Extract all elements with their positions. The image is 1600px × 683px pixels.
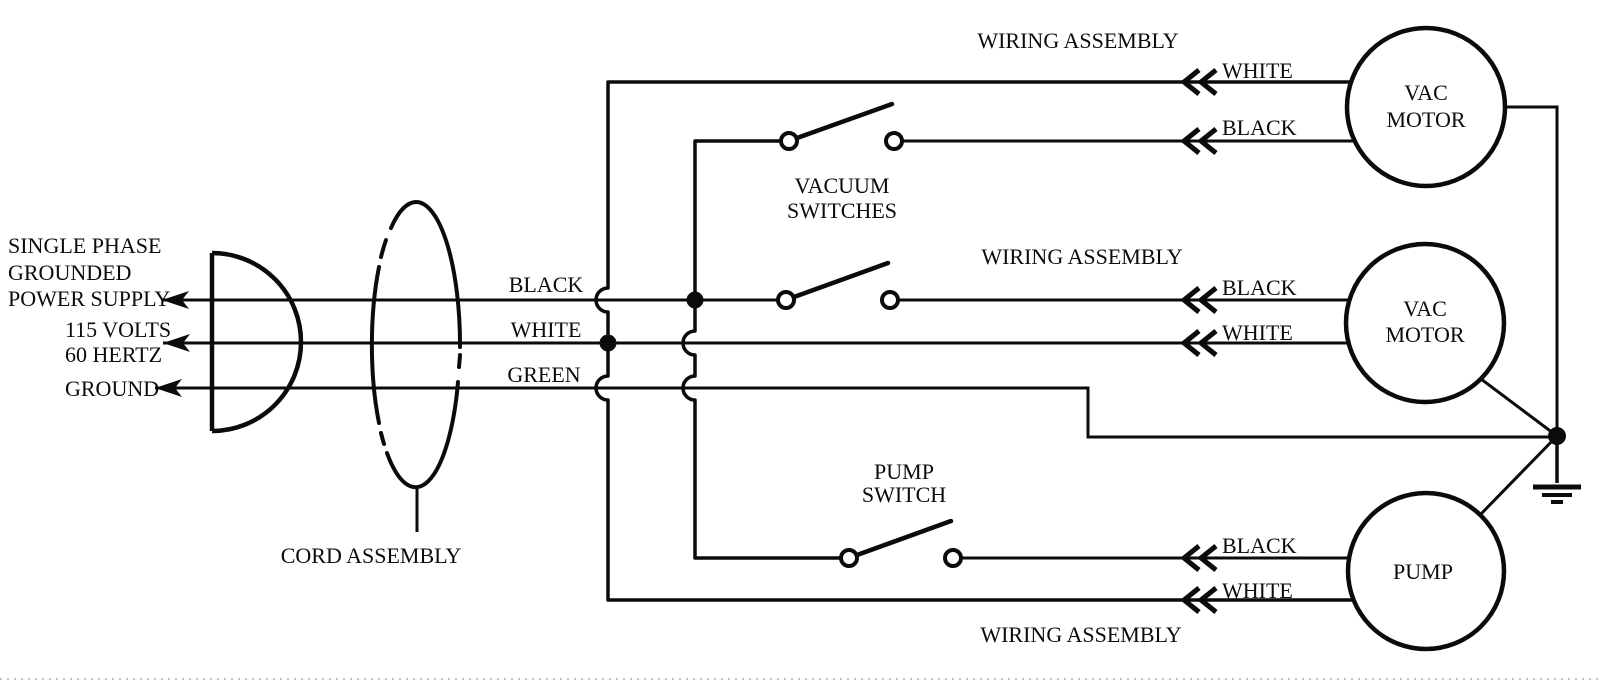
cord-white-label: WHITE [511,317,582,342]
wiring-assembly-label-top: WIRING ASSEMBLY [977,28,1178,53]
chevron-left-icon [1179,329,1218,357]
connector-chevrons [1179,68,1218,614]
vac-motor-2-circle [1343,241,1507,405]
ground-label: GROUND [65,376,159,401]
wiring-assembly-label-bottom: WIRING ASSEMBLY [980,622,1181,647]
pump-circle [1345,490,1507,652]
power-supply-line3: POWER SUPPLY [8,286,170,311]
chevron-left-icon [1179,544,1218,572]
vac-motor-1-label-line2: MOTOR [1386,107,1465,132]
ground-icon [1533,436,1581,504]
junction-dot [599,334,617,352]
junction-dot [686,291,704,309]
chevron-left-icon [1179,68,1218,96]
vac-motor-2-label-line2: MOTOR [1385,322,1464,347]
black-bus-wire [681,139,841,560]
cord-grommet-icon [369,200,463,532]
pump-label: PUMP [1393,559,1453,584]
pump-motor: PUMP [1345,490,1507,652]
wires [155,80,1559,602]
plug-icon [209,250,304,434]
chevron-left-icon [1179,286,1218,314]
power-supply-line2: GROUNDED [8,260,131,285]
wiring-assembly-label-middle: WIRING ASSEMBLY [981,244,1182,269]
vac-motor-2-label-line1: VAC [1403,296,1447,321]
pump-switch-icon [839,518,963,568]
green-wire [155,386,1551,439]
vacuum-switch-1-icon [779,101,904,151]
vac2-ground-wire [1480,377,1558,438]
pump-black-tag: BLACK [1222,533,1297,558]
cord-black-label: BLACK [509,272,584,297]
power-supply-line1: SINGLE PHASE [8,233,161,258]
vac-motor-2: VAC MOTOR [1343,241,1507,405]
vac1-black-tag: BLACK [1222,115,1297,140]
pump-white-tag: WHITE [1222,578,1293,603]
chevron-left-icon [1179,127,1218,155]
vac1-white-tag: WHITE [1222,58,1293,83]
vac-motor-1: VAC MOTOR [1344,25,1508,189]
pump-switch-label-line1: PUMP [874,459,934,484]
vac1-ground-wire [1505,105,1559,430]
chevron-left-icon [1179,586,1218,614]
pump-ground-wire [1478,434,1559,517]
vac-motor-1-label-line1: VAC [1404,80,1448,105]
vacuum-switches-label-line1: VACUUM [795,173,890,198]
vac2-white-tag: WHITE [1222,320,1293,345]
vacuum-switches-label-line2: SWITCHES [787,198,897,223]
cord-green-label: GREEN [507,362,580,387]
vac2-black-tag: BLACK [1222,275,1297,300]
power-supply-label: SINGLE PHASE GROUNDED POWER SUPPLY 115 V… [8,233,171,401]
pump-switch-label-line2: SWITCH [862,482,946,507]
cord-assembly-label: CORD ASSEMBLY [281,543,462,568]
vacuum-switch-2-icon [776,260,900,310]
volts-label: 115 VOLTS [65,317,171,342]
hertz-label: 60 HERTZ [65,342,162,367]
vac-motor-1-circle [1344,25,1508,189]
